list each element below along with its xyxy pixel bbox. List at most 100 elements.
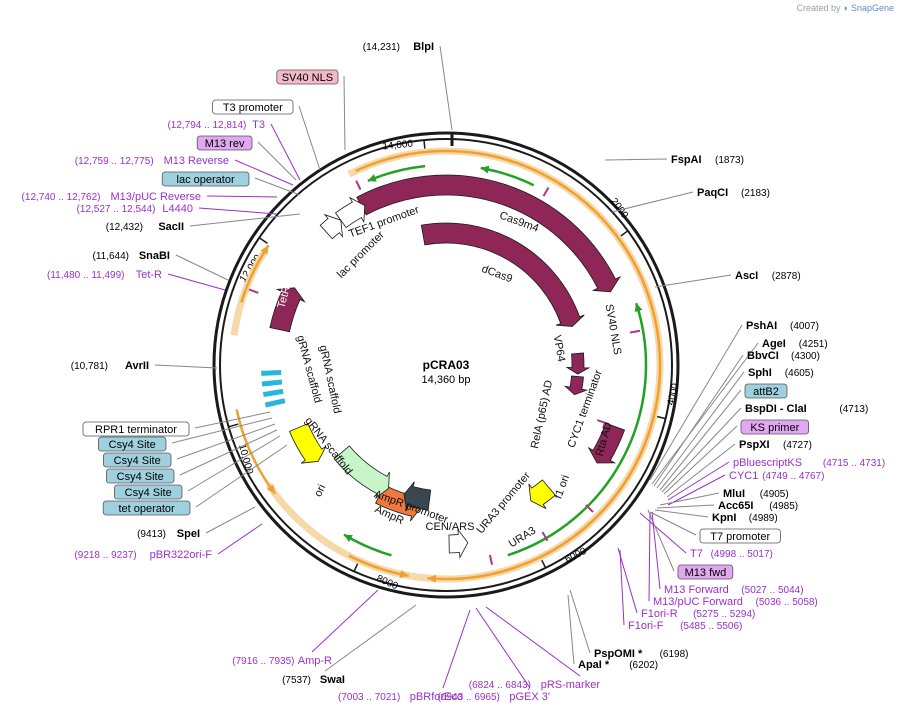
site-position: (9413) [137,529,166,540]
site-name: AscI [735,270,758,282]
primer-name: M13 Forward [664,584,729,596]
tef1-promoter-arc [334,196,366,229]
right-label-t7-promoter: T7 promoter [699,528,781,544]
leader-line [649,511,697,536]
feature-box-label: Csy4 Site [109,439,156,451]
right-label-pspomi-: PspOMI *(6198) [594,648,689,660]
tick-label: 4000 [666,382,682,407]
snapgene-logo-icon: ◗ [843,3,849,13]
orf-arc-ampr-arrowhead [266,484,276,494]
site-name: SnaBI [139,250,170,262]
tick-mark [258,237,268,244]
backbone-inner-circle [219,138,673,592]
site-position: (4727) [783,440,812,451]
leader-line [569,589,591,654]
csy4-site-block [261,379,283,387]
primer-position: (4715 .. 4731) [823,458,885,469]
lac-promoter-arc [319,213,344,240]
feature-box [740,419,809,435]
primer-name: pBluescriptKS [733,457,802,469]
orf-green-right-arrowhead [634,303,643,312]
primer-name: F1ori-R [641,608,678,620]
feature-box [98,436,167,452]
primer-position: (5275 .. 5294) [693,609,755,620]
primer-site-mark [585,504,594,513]
left-label-csy4-site: Csy4 Site [106,468,175,484]
csy4-site-block [264,398,286,408]
leader-line [189,213,301,227]
orf-arc-large-arrowhead [427,574,437,583]
feature-box [677,564,734,580]
feature-box-label: M13 rev [205,138,245,150]
site-position: (12,432) [106,222,143,233]
feature-box-label: Csy4 Site [117,471,164,483]
leader-line [619,549,625,626]
right-label-pspxi: PspXI(4727) [739,439,812,451]
right-label-sphi: SphI(4605) [748,367,814,379]
site-name: MluI [723,488,745,500]
right-label-asci: AscI(2878) [735,270,801,282]
site-position: (4251) [799,339,828,350]
site-name: PaqCI [697,187,728,199]
primer-name: pRS-marker [541,679,601,691]
right-label-pshai: PshAI(4007) [746,320,819,332]
ori-arc [288,423,327,464]
primer-position: (12,759 .. 12,775) [75,156,154,167]
feature-box [276,69,339,85]
primer-position: (5485 .. 5506) [680,621,742,632]
right-label-f1ori-f: F1ori-F (5485 .. 5506) [628,620,742,632]
f1ori-arc [528,479,556,509]
site-name: BspDI - ClaI [745,403,807,415]
site-name: ApaI * [578,659,610,671]
site-position: (6202) [629,660,658,671]
leader-line [485,606,581,677]
orf-green-top2-arrowhead [480,165,490,174]
site-position: (11,644) [92,251,129,262]
tick-mark [423,140,426,151]
rta-arc [587,422,626,464]
right-label-apai-: ApaI * (6202) [578,659,658,671]
cas9m4-arc [356,174,622,293]
right-label-m13-forward: M13 Forward(5027 .. 5044) [664,584,804,596]
leader-line [439,45,453,131]
feature-box-label: T7 promoter [710,531,770,543]
primer-name: F1ori-F [628,620,664,632]
csy4-site-block [261,369,282,376]
site-position: (4989) [749,513,778,524]
primer-site-mark [542,186,550,197]
left-label-m13-puc-reverse: M13/pUC Reverse(12,740 .. 12,762) [22,191,201,203]
leader-line [611,191,694,213]
left-label-blpi: BlpI(14,231) [363,41,434,53]
orf-green-bottom-arrowhead [344,534,353,543]
left-label-rpr1-terminator: RPR1 terminator [82,421,190,437]
leader-line [176,423,276,460]
feature-label-ura3-promoter: URA3 promoter [475,470,534,537]
leader-line [649,324,743,481]
tick-label: 14,000 [382,139,414,153]
feature-box-label: KS primer [750,422,799,434]
feature-box-label: tet operator [118,503,175,515]
feature-label-ori: ori [312,483,328,499]
leader-line [205,506,256,534]
leader-lines [154,45,759,689]
right-label-mlui: MluI(4905) [723,488,789,500]
feature-box [699,528,781,544]
site-name: BbvCI [747,350,779,362]
cen-ars-arc [403,481,432,511]
leader-line [654,274,732,288]
leader-line [179,429,278,476]
primer-position: (11,480 .. 11,499) [47,270,124,281]
site-position: (14,231) [363,42,400,53]
feature-box [161,171,250,187]
right-label-agei: AgeI(4251) [762,338,828,350]
site-name: Acc65I [718,500,753,512]
site-name: FspAI [671,154,702,166]
feature-box-label: SV40 NLS [282,72,333,84]
site-position: (4713) [839,404,868,415]
left-label-avrii: AvrII(10,781) [71,360,149,372]
leader-line [343,75,346,151]
primer-name: Tet-R [136,269,162,281]
primer-position: (9218 .. 9237) [74,550,136,561]
